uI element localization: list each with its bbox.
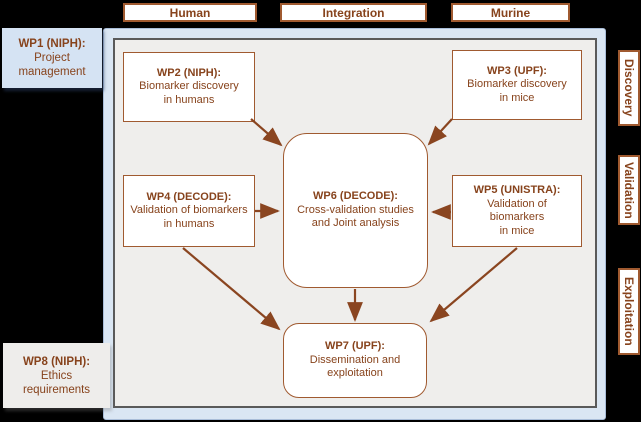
row-label-validation-text: Validation — [622, 161, 636, 219]
wp5-line: biomarkers — [489, 211, 545, 223]
wp7-dissemination-box: WP7 (UPF): Dissemination and exploitatio… — [283, 323, 427, 398]
wp7-line: exploitation — [327, 367, 383, 380]
wp6-line: and Joint analysis — [311, 217, 400, 230]
wp8-ethics-requirements-box: WP8 (NIPH): Ethics requirements — [3, 343, 110, 408]
wp7-title: WP7 (UPF): — [325, 340, 385, 353]
wp2-biomarker-discovery-humans-box: WP2 (NIPH): Biomarker discovery in human… — [123, 52, 255, 122]
wp3-title: WP3 (UPF): — [487, 64, 547, 77]
wp3-biomarker-discovery-mice-box: WP3 (UPF): Biomarker discovery in mice — [452, 50, 582, 120]
wp5-title: WP5 (UNISTRA): — [473, 184, 561, 196]
wp5-line: in mice — [499, 224, 535, 237]
wp2-title: WP2 (NIPH): — [156, 66, 222, 79]
wp8-line: requirements — [22, 383, 91, 396]
wp8-line: Ethics — [40, 369, 73, 382]
row-label-discovery-text: Discovery — [622, 59, 636, 117]
wp3-line: Biomarker discovery — [467, 78, 567, 91]
column-label-integration-text: Integration — [322, 5, 385, 20]
wp4-line: Validation of biomarkers — [130, 204, 248, 217]
wp8-title: WP8 (NIPH): — [22, 355, 91, 368]
wp2-line: in humans — [163, 93, 215, 106]
wp1-project-management-box: WP1 (NIPH): Project management — [2, 28, 102, 88]
wp5-line: Validation of — [487, 197, 547, 210]
column-label-human: Human — [123, 3, 257, 22]
wp5-validation-mice-box: WP5 (UNISTRA): Validation of biomarkers … — [452, 175, 582, 247]
column-label-murine: Murine — [451, 3, 570, 22]
wp6-title: WP6 (DECODE): — [313, 190, 398, 203]
row-label-exploitation: Exploitation — [618, 268, 640, 355]
wp7-line: Dissemination and — [309, 353, 401, 366]
wp1-line: Project — [34, 52, 70, 64]
wp4-line: in humans — [163, 217, 215, 230]
wp4-title: WP4 (DECODE): — [146, 190, 232, 203]
wp1-title: WP1 (NIPH): — [18, 38, 86, 50]
column-label-human-text: Human — [169, 5, 211, 20]
wp1-line: management — [18, 66, 86, 78]
wp4-validation-humans-box: WP4 (DECODE): Validation of biomarkers i… — [123, 175, 255, 247]
wp6-cross-validation-box: WP6 (DECODE): Cross-validation studies a… — [283, 133, 428, 288]
column-label-murine-text: Murine — [490, 5, 531, 20]
column-label-integration: Integration — [280, 3, 427, 22]
row-label-exploitation-text: Exploitation — [622, 277, 636, 346]
row-label-discovery: Discovery — [618, 50, 640, 126]
row-label-validation: Validation — [618, 155, 640, 225]
wp3-line: in mice — [499, 91, 535, 104]
wp2-line: Biomarker discovery — [139, 80, 239, 93]
wp6-line: Cross-validation studies — [297, 203, 414, 216]
